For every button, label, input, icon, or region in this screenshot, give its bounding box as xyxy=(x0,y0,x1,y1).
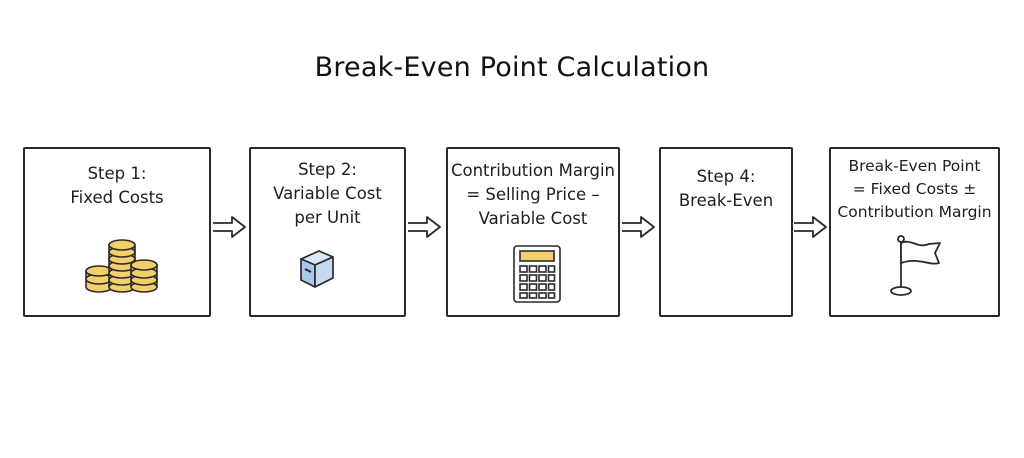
step-4-box: Step 4: Break-Even xyxy=(659,147,793,317)
step-1-text: Step 1: Fixed Costs xyxy=(25,162,209,210)
step-3-line-3: Variable Cost xyxy=(478,209,588,228)
arrow-right-icon xyxy=(794,216,827,238)
step-3-text: Contribution Margin = Selling Price – Va… xyxy=(448,159,618,231)
step-5-line-1: Break-Even Point xyxy=(848,157,981,175)
step-3-line-2: = Selling Price – xyxy=(466,185,600,204)
step-2-line-2: Variable Cost xyxy=(273,184,382,203)
step-3-box: Contribution Margin = Selling Price – Va… xyxy=(446,147,620,317)
diagram-title: Break-Even Point Calculation xyxy=(314,52,710,83)
step-2-line-1: Step 2: xyxy=(298,160,357,179)
step-3-line-1: Contribution Margin xyxy=(450,161,616,180)
step-4-line-2: Break-Even xyxy=(678,191,774,210)
step-1-line-1: Step 1: xyxy=(87,164,147,183)
step-5-box: Break-Even Point = Fixed Costs ± Contrib… xyxy=(829,147,1000,317)
step-2-text: Step 2: Variable Cost per Unit xyxy=(251,158,404,230)
step-1-line-2: Fixed Costs xyxy=(70,188,164,207)
step-5-text: Break-Even Point = Fixed Costs ± Contrib… xyxy=(831,155,998,224)
arrow-right-icon xyxy=(213,216,246,238)
box-icon xyxy=(300,250,334,288)
arrow-right-icon xyxy=(622,216,655,238)
calculator-icon xyxy=(513,245,561,303)
step-2-box: Step 2: Variable Cost per Unit xyxy=(249,147,406,317)
step-4-line-1: Step 4: xyxy=(696,167,756,186)
step-4-text: Step 4: Break-Even xyxy=(661,165,791,213)
arrow-right-icon xyxy=(408,216,441,238)
flag-icon xyxy=(890,235,941,296)
step-5-line-2: = Fixed Costs ± xyxy=(852,180,977,198)
coins-icon xyxy=(85,239,158,293)
step-1-box: Step 1: Fixed Costs xyxy=(23,147,211,317)
step-2-line-3: per Unit xyxy=(294,208,361,227)
step-5-line-3: Contribution Margin xyxy=(837,203,992,221)
